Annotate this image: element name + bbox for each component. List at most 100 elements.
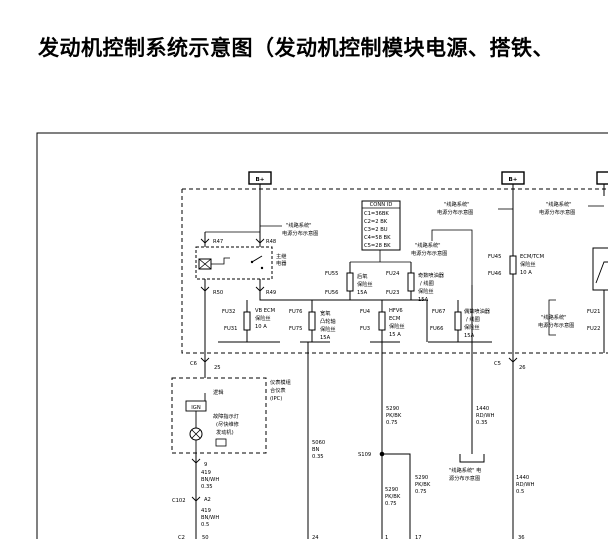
ref-line: 电源分布示意图 <box>411 249 447 257</box>
battery-terminal-right <box>596 171 608 185</box>
right-module-box <box>592 247 608 291</box>
wire-pin: 50 <box>202 535 209 539</box>
wire-spec: BN <box>312 447 320 453</box>
fuse-desc: 10 A <box>520 270 532 276</box>
fuse-desc: 偶数喷油器 <box>464 307 491 315</box>
wire-pin: 17 <box>415 535 422 539</box>
wiring-ref-1: "线路系统" 电源分布示意图 <box>260 221 318 237</box>
fuse-label: FU32 <box>222 309 235 315</box>
wire-spec: 1440 <box>516 475 529 481</box>
fuse-label: FU24 <box>386 271 400 277</box>
wire-spec: 0.5 <box>201 522 209 528</box>
splice-label: S109 <box>358 452 371 458</box>
conn-id-line: C1=36BK <box>364 211 389 217</box>
ipc-title: 仪表模组 <box>270 378 291 386</box>
relay-label: 主继 <box>276 252 286 260</box>
fuse-label: FU67 <box>432 309 445 315</box>
wire-spec: 0.75 <box>386 420 398 426</box>
fuse-label: FU23 <box>386 290 399 296</box>
connector-pin: 25 <box>214 365 221 371</box>
wire-spec: 0.5 <box>516 489 524 495</box>
diagram-frame <box>36 132 608 539</box>
fuse-desc: ECM/TCM <box>520 254 544 260</box>
ipc-title: (IPC) <box>270 396 282 402</box>
wire-spec: PK/BK <box>386 413 402 419</box>
fuse-desc: 15A <box>418 297 429 303</box>
wire-spec: 0.35 <box>201 484 213 490</box>
mil-label: 故障指示灯 <box>213 412 239 420</box>
fuse-desc: 奇数喷油器 <box>418 271 445 279</box>
connector-label: C5 <box>494 361 501 367</box>
wire-spec: 5290 <box>386 406 399 412</box>
ipc-module: 仪表模组 合仪表 (IPC) 逻辑 IGN 故障指示灯 (尽快维修 发动机) <box>171 377 291 454</box>
connector-label: C6 <box>190 361 197 367</box>
wire-spec: 0.75 <box>415 489 427 495</box>
wire-pin: 9 <box>204 462 207 468</box>
fuse-hfv6-ecm: FU4 FU3 HFV6 ECM 保险丝 15 A <box>360 300 405 342</box>
fuse-desc: / 线圈 <box>420 279 434 287</box>
ref-line: 电源分布示意图 <box>538 321 574 329</box>
fuse-label: FU3 <box>360 326 370 332</box>
wire-spec: PK/BK <box>415 482 431 488</box>
ref-line: "线路系统" <box>286 221 312 229</box>
ipc-title: 合仪表 <box>270 386 286 394</box>
wire-pin: 24 <box>312 535 319 539</box>
wire-spec: 0.35 <box>476 420 488 426</box>
relay-pin: R48 <box>266 239 276 245</box>
wire-pin: A2 <box>204 497 211 503</box>
fuse-desc: HFV6 <box>389 308 403 314</box>
ref-line: "线路系统" 电 <box>449 466 481 474</box>
fuse-desc: 保险丝 <box>255 314 271 322</box>
ref-line: 电源分布示意图 <box>437 208 473 216</box>
fuse-desc: 15A <box>357 290 368 296</box>
wiring-ref-5: "线路系统" 电源分布示意图 <box>538 299 574 336</box>
fuse-desc: VB ECM <box>255 308 275 314</box>
fuse-label: FU46 <box>488 271 501 277</box>
fuse-label: FU45 <box>488 254 501 260</box>
wire-spec: BN/WH <box>201 515 219 521</box>
ref-line: 电源分布示意图 <box>282 229 318 237</box>
mil-label: (尽快维修 <box>216 420 240 428</box>
wire-pin: 1 <box>385 535 388 539</box>
fuse-ecm-tcm: FU45 FU46 ECM/TCM 保险丝 10 A <box>488 254 544 362</box>
wire-spec: BN/WH <box>201 477 219 483</box>
fuse-block-boundary <box>181 188 608 354</box>
fuse-label: FU55 <box>325 271 338 277</box>
conn-id-line: C5=28 BK <box>364 243 391 249</box>
fuse-desc: 后氧 <box>357 272 367 280</box>
ref-line: "线路系统" <box>444 200 470 208</box>
connector-pin: 26 <box>519 365 526 371</box>
fuse-rear-o2: FU55 FU56 后氧 保险丝 15A <box>325 262 373 300</box>
wire-spec: 5290 <box>415 475 428 481</box>
fuse-desc: 保险丝 <box>320 325 336 333</box>
connector-label: C2 <box>178 535 185 539</box>
fuse-desc: 凸轮轴 <box>320 317 336 325</box>
fuse-label: FU76 <box>289 309 302 315</box>
wire-spec: 0.75 <box>385 501 397 507</box>
relay-pin: R50 <box>213 290 223 296</box>
conn-id-box: CONN ID C1=36BK C2=2 BK C3=2 BU C4=58 BK… <box>361 200 401 251</box>
connector-label: C102 <box>172 498 186 504</box>
conn-id-line: C4=58 BK <box>364 235 391 241</box>
fuse-label: FU4 <box>360 309 371 315</box>
mil-label: 发动机) <box>216 428 234 436</box>
wire-spec: 1440 <box>476 406 489 412</box>
main-relay: 主继 电器 <box>195 246 287 280</box>
fuse-desc: 保险丝 <box>389 322 405 330</box>
relay-pin: R47 <box>213 239 223 245</box>
wire-spec: RD/WH <box>476 413 494 419</box>
wire-spec: RD/WH <box>516 482 534 488</box>
ref-line: 电源分布示意图 <box>539 208 575 216</box>
ign-label: IGN <box>191 405 201 411</box>
fuse-desc: 保险丝 <box>357 280 373 288</box>
fuse-desc: 15A <box>320 335 331 341</box>
fuse-label: FU75 <box>289 326 302 332</box>
fuse-desc: 15 A <box>389 332 401 338</box>
ref-line: "线路系统" <box>541 313 567 321</box>
fuse-desc: 15A <box>464 333 475 339</box>
wire-spec: PK/BK <box>385 494 401 500</box>
fuse-label: FU66 <box>430 326 443 332</box>
fuse-label: FU22 <box>587 326 600 332</box>
wiring-ref-2: "线路系统" 电源分布示意图 <box>411 229 473 285</box>
fuse-wideband: FU76 FU75 宽氧 凸轮轴 保险丝 15A <box>289 300 336 342</box>
